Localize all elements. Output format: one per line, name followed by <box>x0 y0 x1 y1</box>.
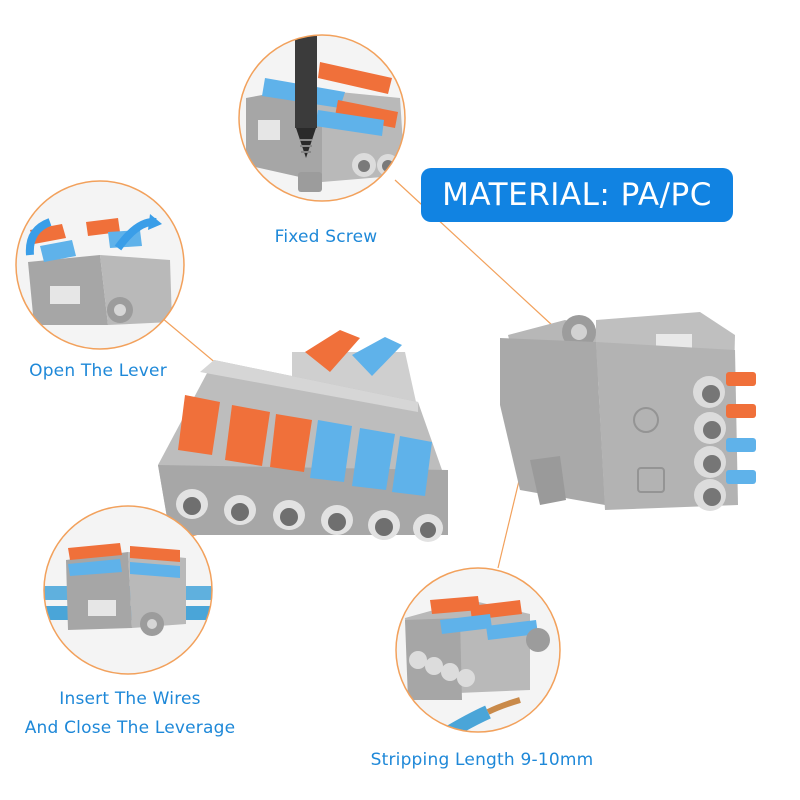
detail-circle-open-lever <box>15 180 185 350</box>
label-insert-wires-line1: Insert The Wires <box>59 689 201 709</box>
detail-circle-fixed-screw <box>238 34 406 202</box>
label-insert-wires-line2: And Close The Leverage <box>24 718 236 738</box>
detail-circle-insert-wires <box>43 505 213 675</box>
material-badge: MATERIAL: PA/PC <box>421 168 733 222</box>
lever-connector-4-hole <box>500 312 756 511</box>
label-open-lever: Open The Lever <box>29 361 167 381</box>
detail-circle-stripping <box>395 567 561 733</box>
lever-connector-12-hole <box>158 330 448 542</box>
label-stripping-length: Stripping Length 9-10mm <box>370 750 594 770</box>
label-fixed-screw: Fixed Screw <box>274 227 378 247</box>
